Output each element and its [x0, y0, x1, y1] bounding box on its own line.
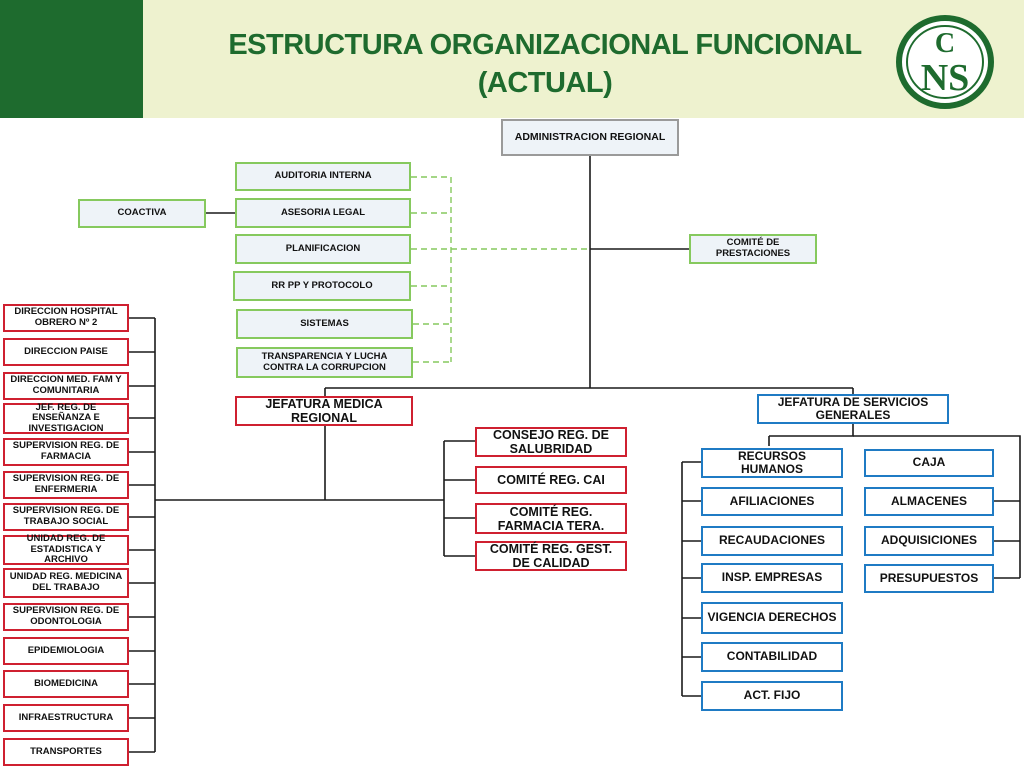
services-stem-line [769, 424, 854, 437]
jefatura-medica-box: JEFATURA MEDICA REGIONAL [235, 396, 413, 426]
header-green-block [0, 0, 143, 118]
sistemas-box: SISTEMAS [236, 309, 413, 339]
council-gest-calidad: COMITÉ REG. GEST. DE CALIDAD [475, 541, 627, 571]
svc-recaudaciones: RECAUDACIONES [701, 526, 843, 556]
coactiva-box: COACTIVA [78, 199, 206, 228]
svc-presupuestos: PRESUPUESTOS [864, 564, 994, 593]
unit-med-fam: DIRECCION MED. FAM Y COMUNITARIA [3, 372, 129, 400]
svc-caja: CAJA [864, 449, 994, 477]
planificacion-box: PLANIFICACION [235, 234, 411, 264]
unit-enfermeria: SUPERVISION REG. DE ENFERMERIA [3, 471, 129, 499]
logo-inner-ring [906, 25, 984, 99]
svc-act-fijo: ACT. FIJO [701, 681, 843, 711]
jefatura-servicios-box: JEFATURA DE SERVICIOS GENERALES [757, 394, 949, 424]
unit-hospital-obrero: DIRECCION HOSPITAL OBRERO Nº 2 [3, 304, 129, 332]
unit-medicina-trabajo: UNIDAD REG. MEDICINA DEL TRABAJO [3, 568, 129, 598]
svc-recursos-humanos: RECURSOS HUMANOS [701, 448, 843, 478]
svc-almacenes: ALMACENES [864, 487, 994, 516]
unit-ticks [129, 317, 1020, 753]
unit-transportes: TRANSPORTES [3, 738, 129, 766]
unit-ensenanza: JEF. REG. DE ENSEÑANZA E INVESTIGACION [3, 402, 129, 434]
admin-regional-box: ADMINISTRACION REGIONAL [501, 119, 679, 156]
logo-letter-c: C [935, 28, 955, 59]
transparencia-box: TRANSPARENCIA Y LUCHA CONTRA LA CORRUPCI… [236, 347, 413, 378]
title-line-2: (ACTUAL) [477, 67, 613, 99]
svc-insp-empresas: INSP. EMPRESAS [701, 563, 843, 593]
svc-afiliaciones: AFILIACIONES [701, 487, 843, 516]
svc-contabilidad: CONTABILIDAD [701, 642, 843, 672]
unit-direccion-paise: DIRECCION PAISE [3, 338, 129, 366]
auditoria-interna-box: AUDITORIA INTERNA [235, 162, 411, 191]
cns-logo: C NS [896, 15, 994, 109]
unit-farmacia: SUPERVISION REG. DE FARMACIA [3, 438, 129, 466]
council-salubridad: CONSEJO REG. DE SALUBRIDAD [475, 427, 627, 457]
unit-estadistica: UNIDAD REG. DE ESTADISTICA Y ARCHIVO [3, 533, 129, 565]
logo-outer-ring [896, 15, 994, 109]
logo-letters-ns: NS [921, 57, 970, 99]
header-band [0, 0, 1024, 118]
title-line-1: ESTRUCTURA ORGANIZACIONAL FUNCIONAL [228, 29, 862, 61]
services-right-drop [853, 435, 1021, 578]
unit-epidemiologia: EPIDEMIOLOGIA [3, 637, 129, 665]
asesoria-legal-box: ASESORIA LEGAL [235, 198, 411, 228]
svc-vigencia-derechos: VIGENCIA DERECHOS [701, 602, 843, 634]
svc-adquisiciones: ADQUISICIONES [864, 526, 994, 556]
unit-biomedicina: BIOMEDICINA [3, 670, 129, 698]
council-cai: COMITÉ REG. CAI [475, 466, 627, 494]
page-title: ESTRUCTURA ORGANIZACIONAL FUNCIONAL (ACT… [200, 26, 890, 102]
rrpp-protocolo-box: RR PP Y PROTOCOLO [233, 271, 411, 301]
comite-prestaciones-box: COMITÉ DE PRESTACIONES [689, 234, 817, 264]
unit-infraestructura: INFRAESTRUCTURA [3, 704, 129, 732]
staff-dashed-lines [411, 176, 590, 363]
council-farmacia-tera: COMITÉ REG. FARMACIA TERA. [475, 503, 627, 534]
unit-trabajo-social: SUPERVISION REG. DE TRABAJO SOCIAL [3, 503, 129, 531]
unit-odontologia: SUPERVISION REG. DE ODONTOLOGIA [3, 603, 129, 631]
